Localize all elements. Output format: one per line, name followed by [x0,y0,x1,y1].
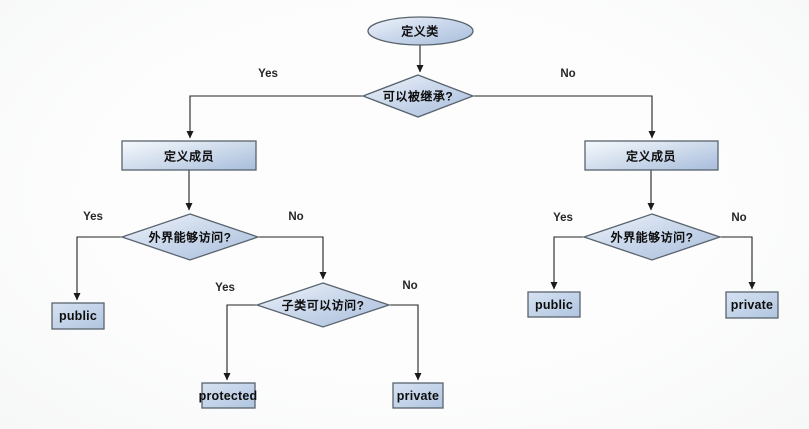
node-public-right-shape [527,291,581,318]
node-inherit-q-shape [361,74,475,118]
edge-subclass-no [389,304,422,381]
node-private-mid-shape [392,382,444,409]
node-private-right-shape [725,291,779,319]
node-define-members-left-shape [121,140,257,171]
node-define-members-right-shape [584,140,719,171]
edge-outside-left-yes [73,236,122,301]
node-subclass-access-shape [254,282,392,328]
node-start-shape [367,16,474,46]
edge-outside-right-no [720,236,756,290]
node-public-left-shape [51,302,105,330]
edge-outside-left-no [258,236,327,280]
edge-outside-right-yes [550,236,584,290]
node-protected-shape [201,382,256,409]
edge-inherit-no [473,95,656,139]
edge-inherit-yes [186,95,363,139]
node-outside-access-right-shape [581,213,723,261]
node-outside-access-left-shape [119,213,261,261]
edge-subclass-yes [223,304,257,381]
